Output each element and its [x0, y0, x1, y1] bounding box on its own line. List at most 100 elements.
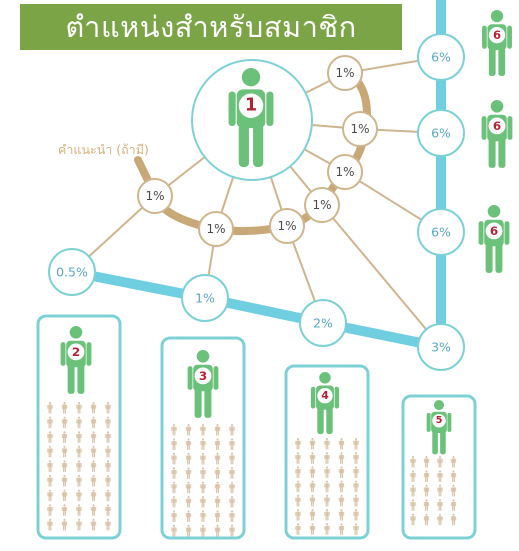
crowd-person: [229, 481, 235, 494]
crowd-person: [61, 489, 68, 502]
rank-badge: [432, 414, 446, 428]
crowd-person: [47, 402, 53, 414]
rank-badge: [67, 343, 85, 361]
crowd-person: [295, 452, 301, 464]
inner-node-circle: [137, 178, 173, 214]
side-member-figure: 6: [481, 100, 513, 168]
crowd-person: [295, 480, 301, 493]
crowd-person: [185, 510, 192, 523]
crowd-person: [324, 509, 330, 521]
crowd-person: [353, 466, 359, 479]
crowd-person: [309, 452, 316, 464]
crowd-person: [185, 524, 192, 537]
crowd-person: [324, 494, 330, 507]
recommendation-label: คำแนะนำ (ถ้ามี): [58, 142, 149, 157]
crowd-person: [450, 499, 457, 511]
inner-percent-label: 1%: [277, 219, 296, 233]
bottom-percent-label: 1%: [195, 291, 215, 306]
crowd-person: [47, 431, 53, 443]
crowd-person: [214, 524, 221, 537]
crowd-person: [61, 475, 68, 487]
level-4-box: [284, 364, 370, 540]
crowd-layer: [47, 402, 457, 537]
crowd-person: [105, 416, 111, 429]
right-node-circle: [417, 323, 465, 371]
level-5-figure: 5: [426, 400, 452, 455]
crowd-person: [410, 470, 416, 483]
crowd-person: [338, 494, 345, 507]
crowd-person: [309, 523, 316, 535]
crowd-person: [353, 523, 359, 535]
crowd-person: [353, 509, 359, 521]
inner-node-circle: [269, 208, 305, 244]
rank-number: 2: [72, 345, 80, 359]
level-3-box: [160, 336, 246, 540]
crowd-person: [76, 475, 82, 487]
crowd-person: [423, 484, 430, 497]
crowd-person: [423, 513, 430, 526]
level-3-figure: 3: [187, 350, 219, 418]
crowd-person: [61, 431, 68, 443]
top-member-figure: 1: [228, 68, 274, 167]
inner-percent-label: 1%: [145, 189, 164, 203]
crowd-person: [437, 499, 443, 511]
inner-percent-label: 1%: [312, 198, 331, 212]
crowd-person: [105, 445, 111, 458]
crowd-person: [171, 481, 177, 494]
crowd-person: [47, 416, 53, 429]
bottom-percent-label: 2%: [313, 316, 333, 331]
crowd-person: [200, 438, 206, 451]
crowd-person: [61, 445, 68, 458]
crowd-person: [450, 456, 457, 468]
crowd-person: [338, 438, 345, 450]
inner-node-circle: [327, 55, 363, 91]
crowd-person: [353, 452, 359, 464]
crowd-person: [200, 467, 206, 479]
inner-node-circle: [304, 187, 340, 223]
crowd-person: [76, 416, 82, 429]
crowd-person: [171, 438, 177, 451]
crowd-person: [47, 460, 53, 473]
crowd-person: [353, 480, 359, 493]
inner-node-circle: [342, 111, 378, 147]
crowd-person: [214, 481, 221, 494]
crowd-person: [338, 480, 345, 493]
side-member-figure: 6: [482, 10, 512, 76]
crowd-person: [338, 523, 345, 535]
crowd-person: [200, 452, 206, 465]
crowd-person: [410, 499, 416, 511]
right-node-circle: [417, 33, 465, 81]
crowd-person: [185, 496, 192, 508]
crowd-person: [47, 518, 53, 531]
crowd-person: [90, 504, 97, 516]
side-member-figure: 6: [478, 205, 510, 273]
crowd-person: [171, 510, 177, 523]
crowd-person: [309, 480, 316, 493]
crowd-person: [185, 481, 192, 494]
crowd-person: [61, 504, 68, 516]
bottom-percent-label: 0.5%: [56, 265, 88, 280]
crowd-person: [450, 513, 457, 526]
rank-number: 3: [199, 369, 207, 383]
crowd-person: [295, 523, 301, 535]
crowd-person: [76, 504, 82, 516]
crowd-person: [61, 416, 68, 429]
crowd-person: [324, 480, 330, 493]
crowd-person: [295, 509, 301, 521]
crowd-person: [185, 467, 192, 479]
crowd-person: [76, 489, 82, 502]
crowd-person: [450, 470, 457, 483]
rank-number: 6: [493, 119, 501, 133]
crowd-person: [105, 460, 111, 473]
crowd-person: [200, 481, 206, 494]
crowd-person: [309, 438, 316, 450]
crowd-person: [61, 518, 68, 531]
crowd-person: [214, 510, 221, 523]
bottom-node-circle: [181, 274, 229, 322]
outer-percentage-nodes: 6%6%6%3%0.5%1%2%: [48, 33, 465, 371]
inner-percent-label: 1%: [350, 122, 369, 136]
level-4-figure: 4: [310, 372, 340, 435]
right-percent-label: 6%: [431, 225, 451, 240]
crowd-person: [200, 510, 206, 523]
crowd-person: [200, 496, 206, 508]
